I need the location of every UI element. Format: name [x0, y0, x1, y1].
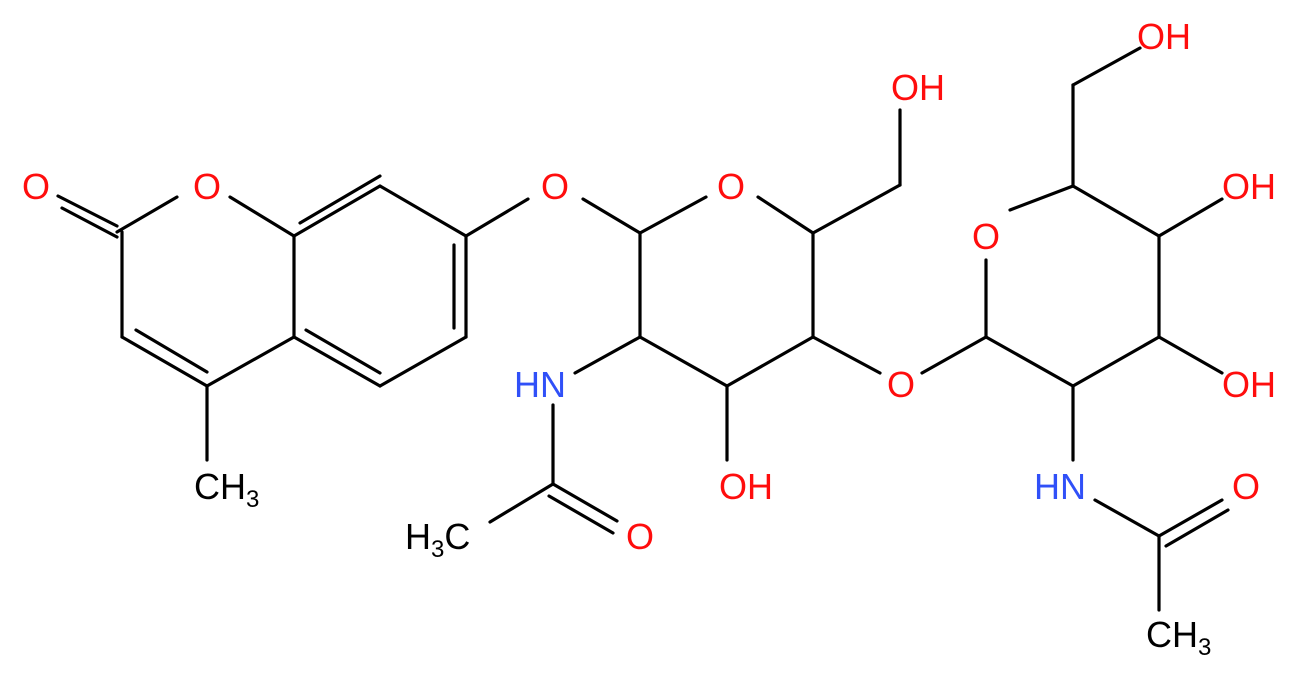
- acetyl-methyl-label: H3C: [405, 516, 470, 563]
- hydroxymethyl-label: OH: [891, 67, 945, 108]
- glycosidic-oxygen-label: O: [887, 364, 915, 405]
- glycosidic-oxygen-label: O: [541, 166, 569, 207]
- methyl-label: CH3: [194, 466, 259, 513]
- bond: [725, 335, 815, 388]
- bond: [304, 328, 382, 375]
- acetyl-methyl-main: CH: [1146, 614, 1198, 655]
- acetyl-oxygen-label: O: [1232, 466, 1260, 507]
- hydroxyl-label: OH: [1222, 166, 1276, 207]
- hydroxyl-label: OH: [719, 466, 773, 507]
- bond: [920, 335, 988, 375]
- ring-oxygen-label: O: [193, 166, 221, 207]
- bond: [756, 195, 815, 235]
- bond: [464, 197, 530, 238]
- hydroxymethyl-label: OH: [1137, 16, 1191, 57]
- carbonyl-oxygen-label: O: [22, 166, 50, 207]
- bond: [811, 183, 902, 235]
- bond: [581, 197, 642, 235]
- bond: [1157, 335, 1224, 375]
- bond: [1093, 498, 1161, 538]
- bond: [573, 335, 642, 375]
- bonds: [56, 46, 1230, 612]
- bond: [638, 335, 729, 388]
- bond: [1157, 197, 1224, 238]
- acetyl-methyl-c: C: [444, 516, 470, 557]
- bond: [1008, 184, 1075, 212]
- atom-labels: O O CH3 O O OH HN OH H3C O O O OH OH OH …: [22, 16, 1276, 661]
- bond: [205, 335, 296, 388]
- acetyl-oxygen-label: O: [626, 516, 654, 557]
- bond: [551, 482, 619, 523]
- hydroxyl-label: OH: [1222, 364, 1276, 405]
- pyranose-oxygen-label: O: [717, 166, 745, 207]
- bond: [228, 195, 296, 238]
- bond: [292, 335, 382, 388]
- methyl-subscript: 3: [246, 486, 259, 513]
- bond: [811, 335, 882, 375]
- bond: [56, 194, 119, 228]
- acetyl-methyl-subscript: 3: [431, 536, 444, 563]
- acetyl-methyl-subscript: 3: [1198, 634, 1211, 661]
- bond: [378, 184, 468, 238]
- acetyl-methyl-h: H: [405, 516, 431, 557]
- amide-nh-label: HN: [1034, 466, 1086, 507]
- bond: [547, 494, 615, 535]
- methyl-main: CH: [194, 466, 246, 507]
- bond: [292, 184, 382, 238]
- bond: [1157, 498, 1224, 538]
- bond: [1071, 184, 1161, 238]
- bond: [298, 174, 382, 225]
- pyranose-oxygen-label: O: [972, 216, 1000, 257]
- bond: [1164, 508, 1230, 548]
- bond: [984, 335, 1075, 388]
- amide-nh-label: HN: [514, 364, 566, 405]
- bond: [1071, 335, 1161, 388]
- bond: [378, 335, 468, 388]
- bond: [638, 195, 708, 235]
- bond: [120, 335, 209, 388]
- bond: [488, 482, 555, 524]
- acetyl-methyl-label: CH3: [1146, 614, 1211, 661]
- bond: [134, 328, 209, 374]
- bond: [1071, 46, 1142, 87]
- bond: [60, 206, 119, 239]
- bond: [115, 195, 179, 234]
